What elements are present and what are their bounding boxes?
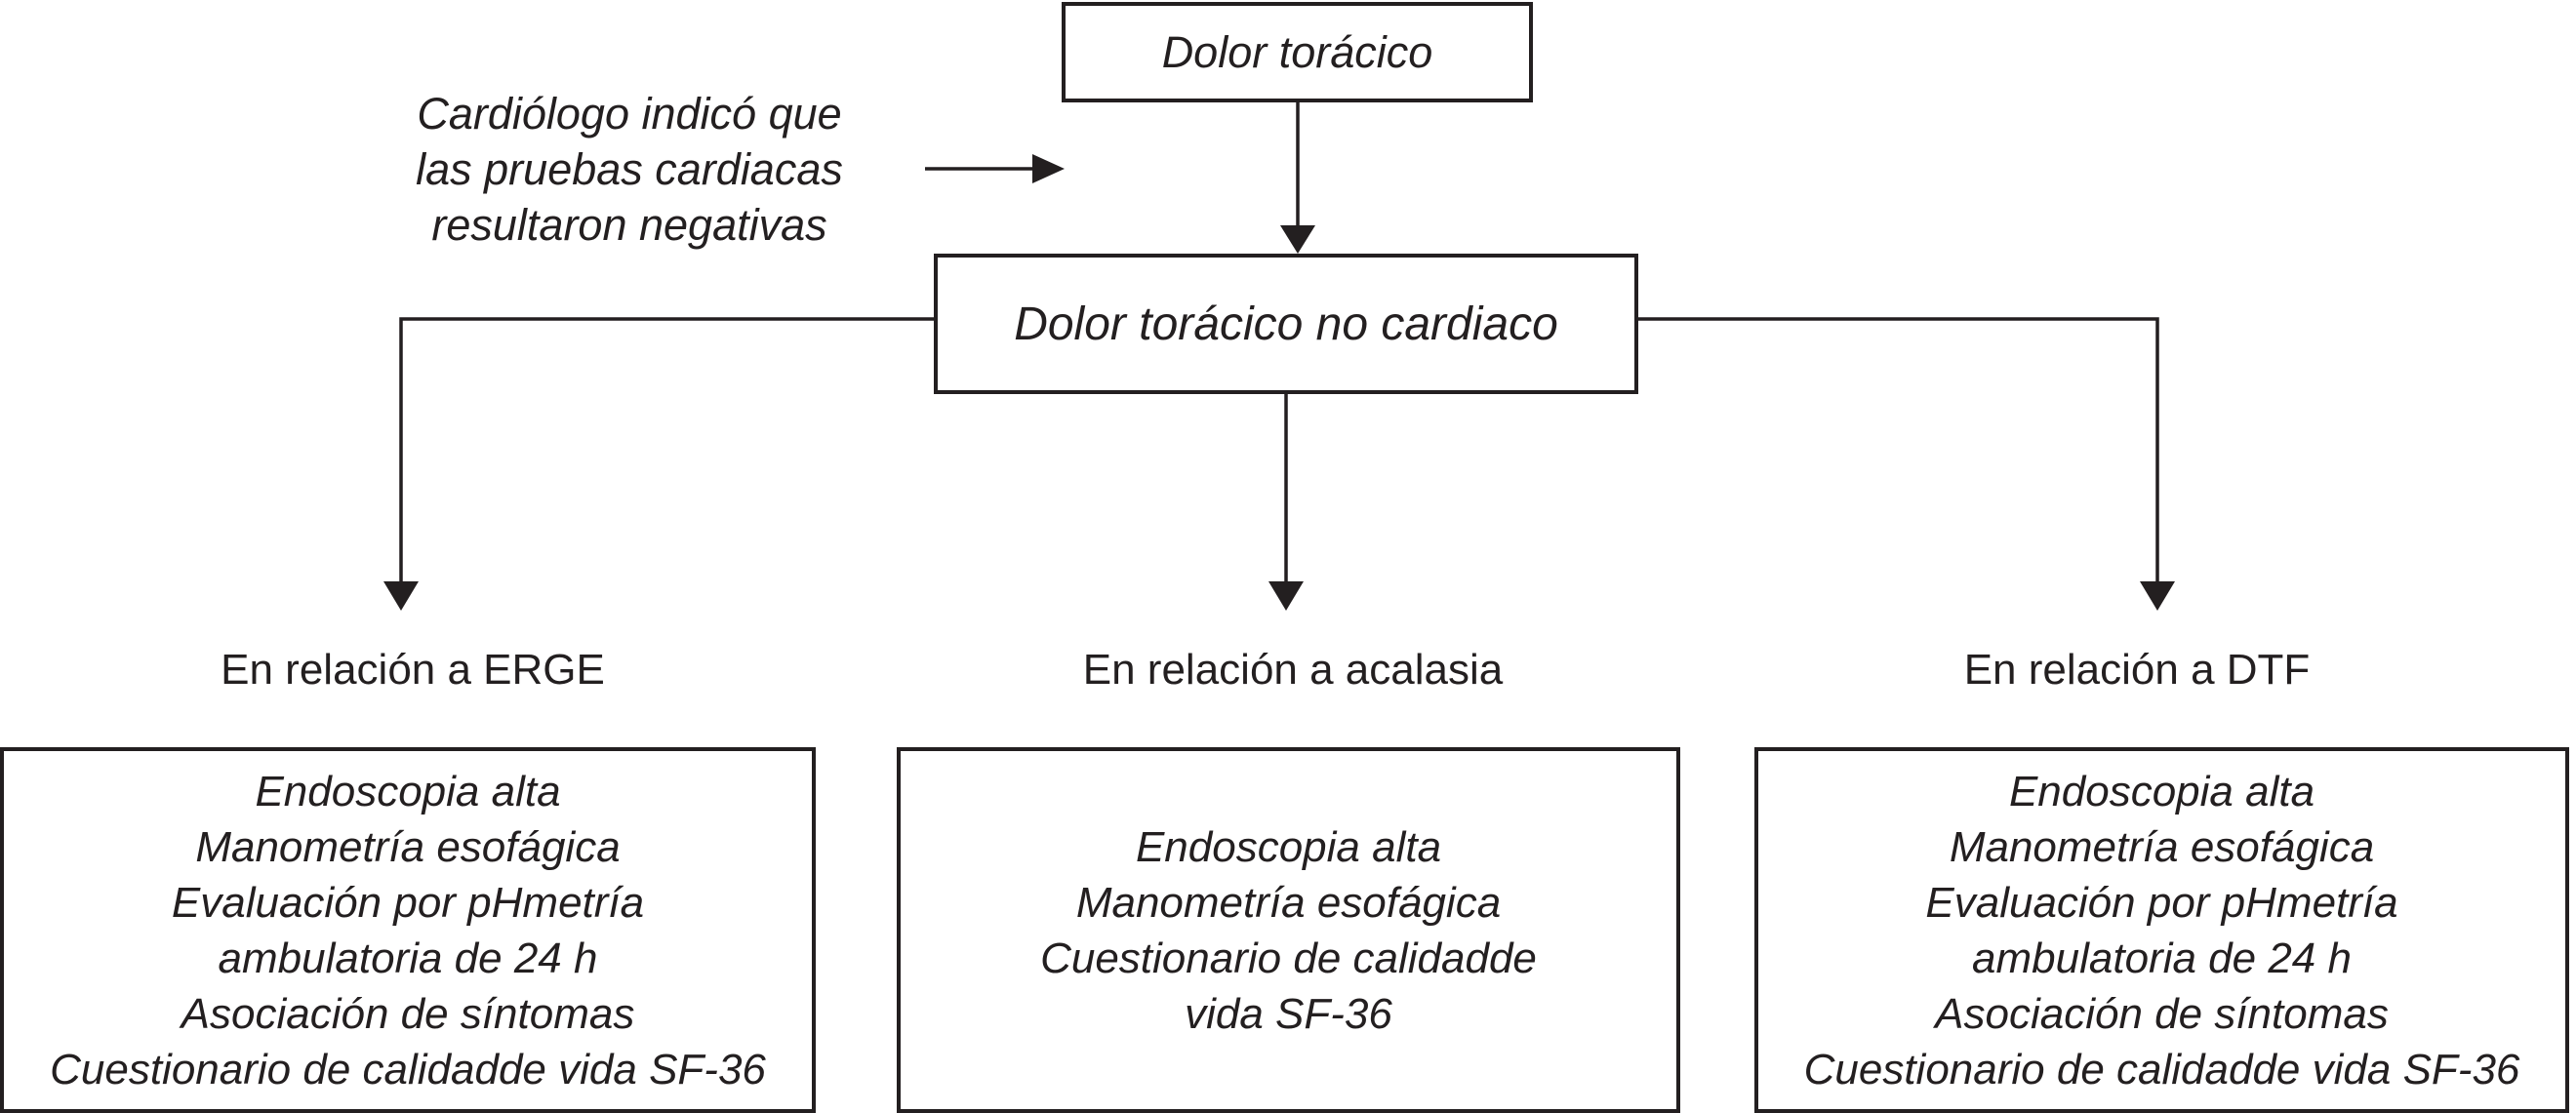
branch-heading-dtf: En relación a DTF — [1963, 646, 2311, 694]
connector-branch-erge — [399, 317, 935, 585]
test-item: Asociación de síntomas — [1935, 989, 2389, 1038]
test-item: Asociación de síntomas — [181, 989, 635, 1038]
arrowhead-top-to-middle — [1280, 225, 1315, 254]
node-non-cardiac-chest-pain-label: Dolor torácico no cardiaco — [1014, 298, 1558, 350]
connector-branch-dtf — [1637, 317, 2159, 585]
test-item: Cuestionario de calidadde vida SF-36 — [50, 1045, 766, 1093]
tests-box-erge: Endoscopia alta Manometría esofágica Eva… — [0, 747, 816, 1113]
test-item: Cuestionario de calidadde — [1040, 934, 1537, 982]
test-item: Endoscopia alta — [1135, 822, 1442, 871]
test-item: Evaluación por pHmetría — [171, 878, 645, 927]
node-chest-pain-label: Dolor torácico — [1161, 26, 1433, 77]
test-item: Manometría esofágica — [195, 822, 621, 871]
arrowhead-acalasia — [1268, 581, 1304, 611]
branch-heading-acalasia: En relación a acalasia — [1082, 646, 1504, 694]
cardiologist-note: Cardiólogo indicó que las pruebas cardia… — [381, 86, 878, 253]
branch-heading-erge: En relación a ERGE — [221, 646, 605, 694]
arrowhead-note — [1032, 154, 1065, 183]
test-item: ambulatoria de 24 h — [218, 934, 598, 982]
test-item: ambulatoria de 24 h — [1972, 934, 2352, 982]
test-item: Cuestionario de calidadde vida SF-36 — [1803, 1045, 2520, 1093]
arrowhead-erge — [383, 581, 419, 611]
test-item: Evaluación por pHmetría — [1925, 878, 2398, 927]
node-chest-pain: Dolor torácico — [1062, 2, 1533, 102]
test-item: Endoscopia alta — [2008, 767, 2315, 815]
tests-box-dtf: Endoscopia alta Manometría esofágica Eva… — [1754, 747, 2569, 1113]
tests-box-acalasia: Endoscopia alta Manometría esofágica Cue… — [897, 747, 1680, 1113]
cardiologist-note-line: Cardiólogo indicó que — [417, 89, 842, 139]
test-item: Manometría esofágica — [1075, 878, 1502, 927]
test-item: Endoscopia alta — [255, 767, 561, 815]
cardiologist-note-line: las pruebas cardiacas — [416, 144, 843, 194]
arrowhead-dtf — [2140, 581, 2175, 611]
node-non-cardiac-chest-pain: Dolor torácico no cardiaco — [934, 254, 1638, 394]
test-item: Manometría esofágica — [1949, 822, 2375, 871]
cardiologist-note-line: resultaron negativas — [431, 200, 827, 250]
test-item: vida SF-36 — [1185, 989, 1392, 1038]
